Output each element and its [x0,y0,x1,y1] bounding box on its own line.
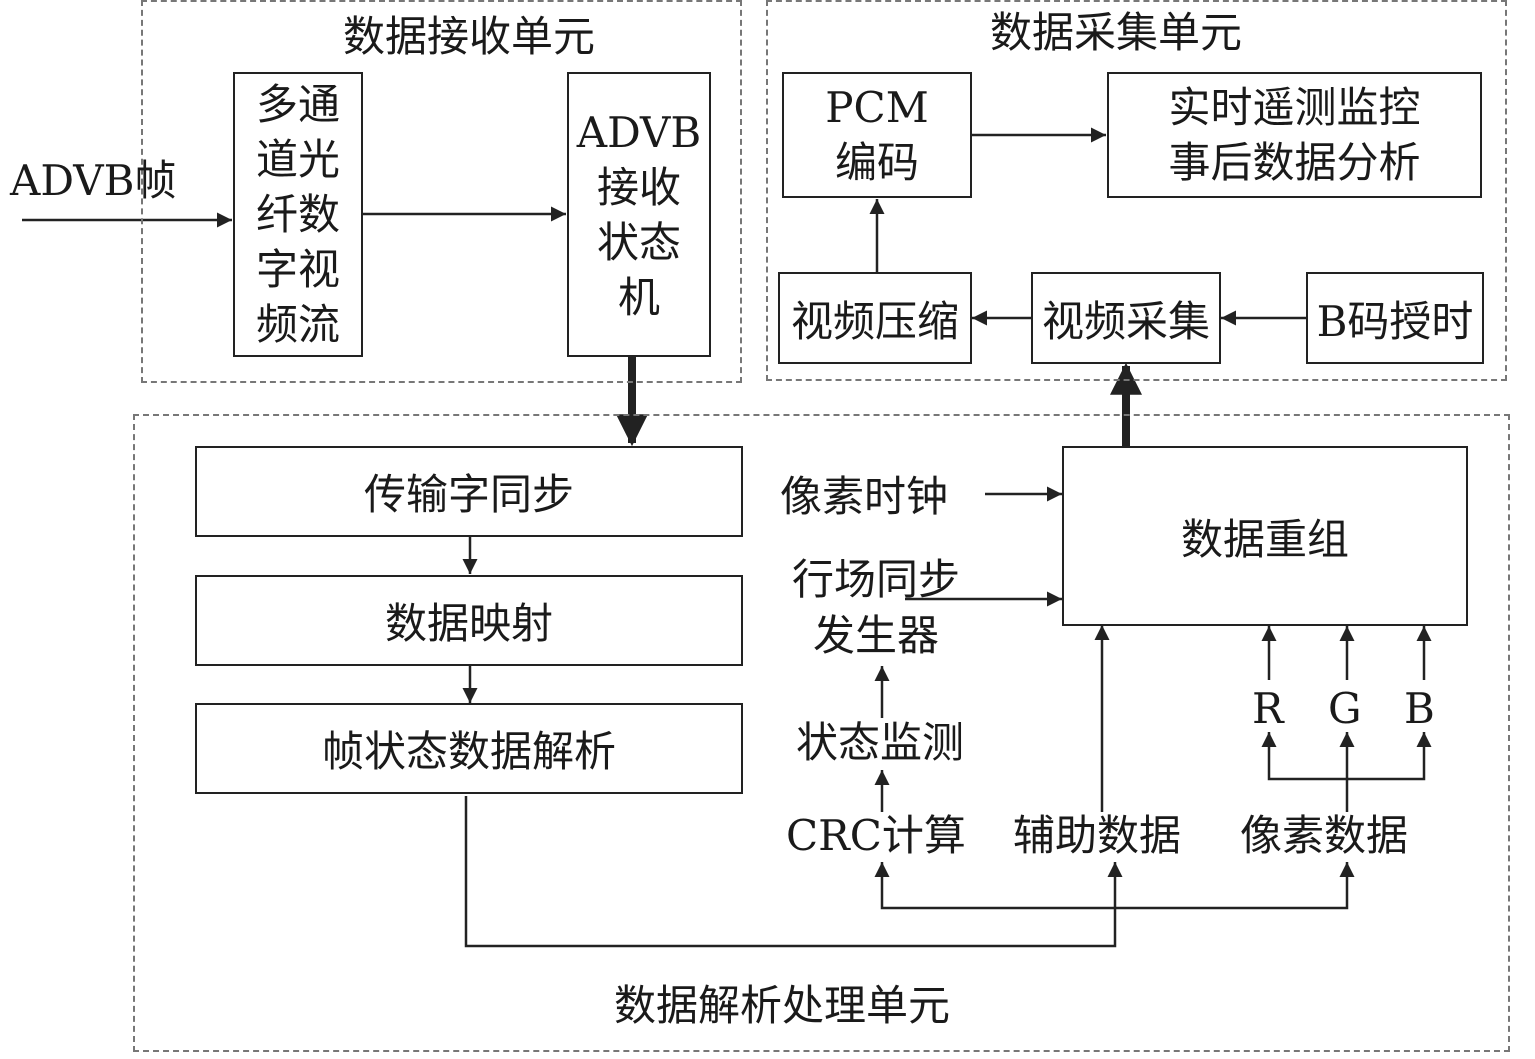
block-word-sync: 传输字同步 [195,446,743,537]
block-video-compress: 视频压缩 [778,272,972,364]
label-b-channel: B [1404,684,1435,733]
block-b-code-timing: B码授时 [1306,272,1484,364]
label-status-monitor: 状态监测 [796,718,965,767]
block-data-reorganize-label: 数据重组 [1180,514,1349,564]
block-video-compress-label: 视频压缩 [790,296,959,346]
arrow-pixel-to-rgb-bus [1261,732,1349,812]
label-pixel-clock: 像素时钟 [780,472,949,521]
label-g-channel: G [1328,684,1362,733]
label-advb-frame: ADVB帧 [10,156,177,205]
arrow-bus-to-pixel [1115,862,1355,910]
block-advb-state-machine: ADVB 接收 状态 机 [567,72,711,357]
block-data-mapping-label: 数据映射 [384,599,553,648]
block-telemetry-analysis: 实时遥测监控 事后数据分析 [1107,72,1482,198]
block-video-capture: 视频采集 [1031,272,1221,364]
region-data-parse [133,414,1510,1052]
title-data-collect: 数据采集单元 [990,8,1243,57]
arrow-pixel-to-b [1347,732,1432,781]
block-video-capture-label: 视频采集 [1041,296,1210,346]
block-data-mapping: 数据映射 [195,575,743,666]
arrow-bus-to-crc [874,862,1115,910]
block-frame-status-parse: 帧状态数据解析 [195,703,743,794]
block-pcm-encoding-label: PCM 编码 [825,83,929,187]
label-crc-calc: CRC计算 [786,811,966,860]
label-aux-data: 辅助数据 [1013,811,1182,860]
block-fiber-video-stream: 多通 道光 纤数 字视 频流 [233,72,363,357]
title-data-parse: 数据解析处理单元 [614,981,951,1030]
block-frame-status-parse-label: 帧状态数据解析 [321,727,616,776]
region-data-receive [141,0,742,383]
label-sync-generator: 行场同步 发生器 [791,555,960,660]
block-pcm-encoding: PCM 编码 [782,72,972,198]
block-word-sync-label: 传输字同步 [363,470,574,519]
label-r-channel: R [1252,684,1284,733]
block-telemetry-analysis-label: 实时遥测监控 事后数据分析 [1168,83,1421,187]
block-fiber-video-stream-label: 多通 道光 纤数 字视 频流 [255,80,340,349]
label-pixel-data: 像素数据 [1240,811,1409,860]
block-data-reorganize: 数据重组 [1062,446,1468,626]
title-data-receive: 数据接收单元 [343,12,596,61]
arrow-parse-to-bus [464,796,1123,948]
block-advb-state-machine-label: ADVB 接收 状态 机 [576,107,702,322]
region-data-collect [766,0,1507,381]
block-b-code-timing-label: B码授时 [1316,296,1474,346]
